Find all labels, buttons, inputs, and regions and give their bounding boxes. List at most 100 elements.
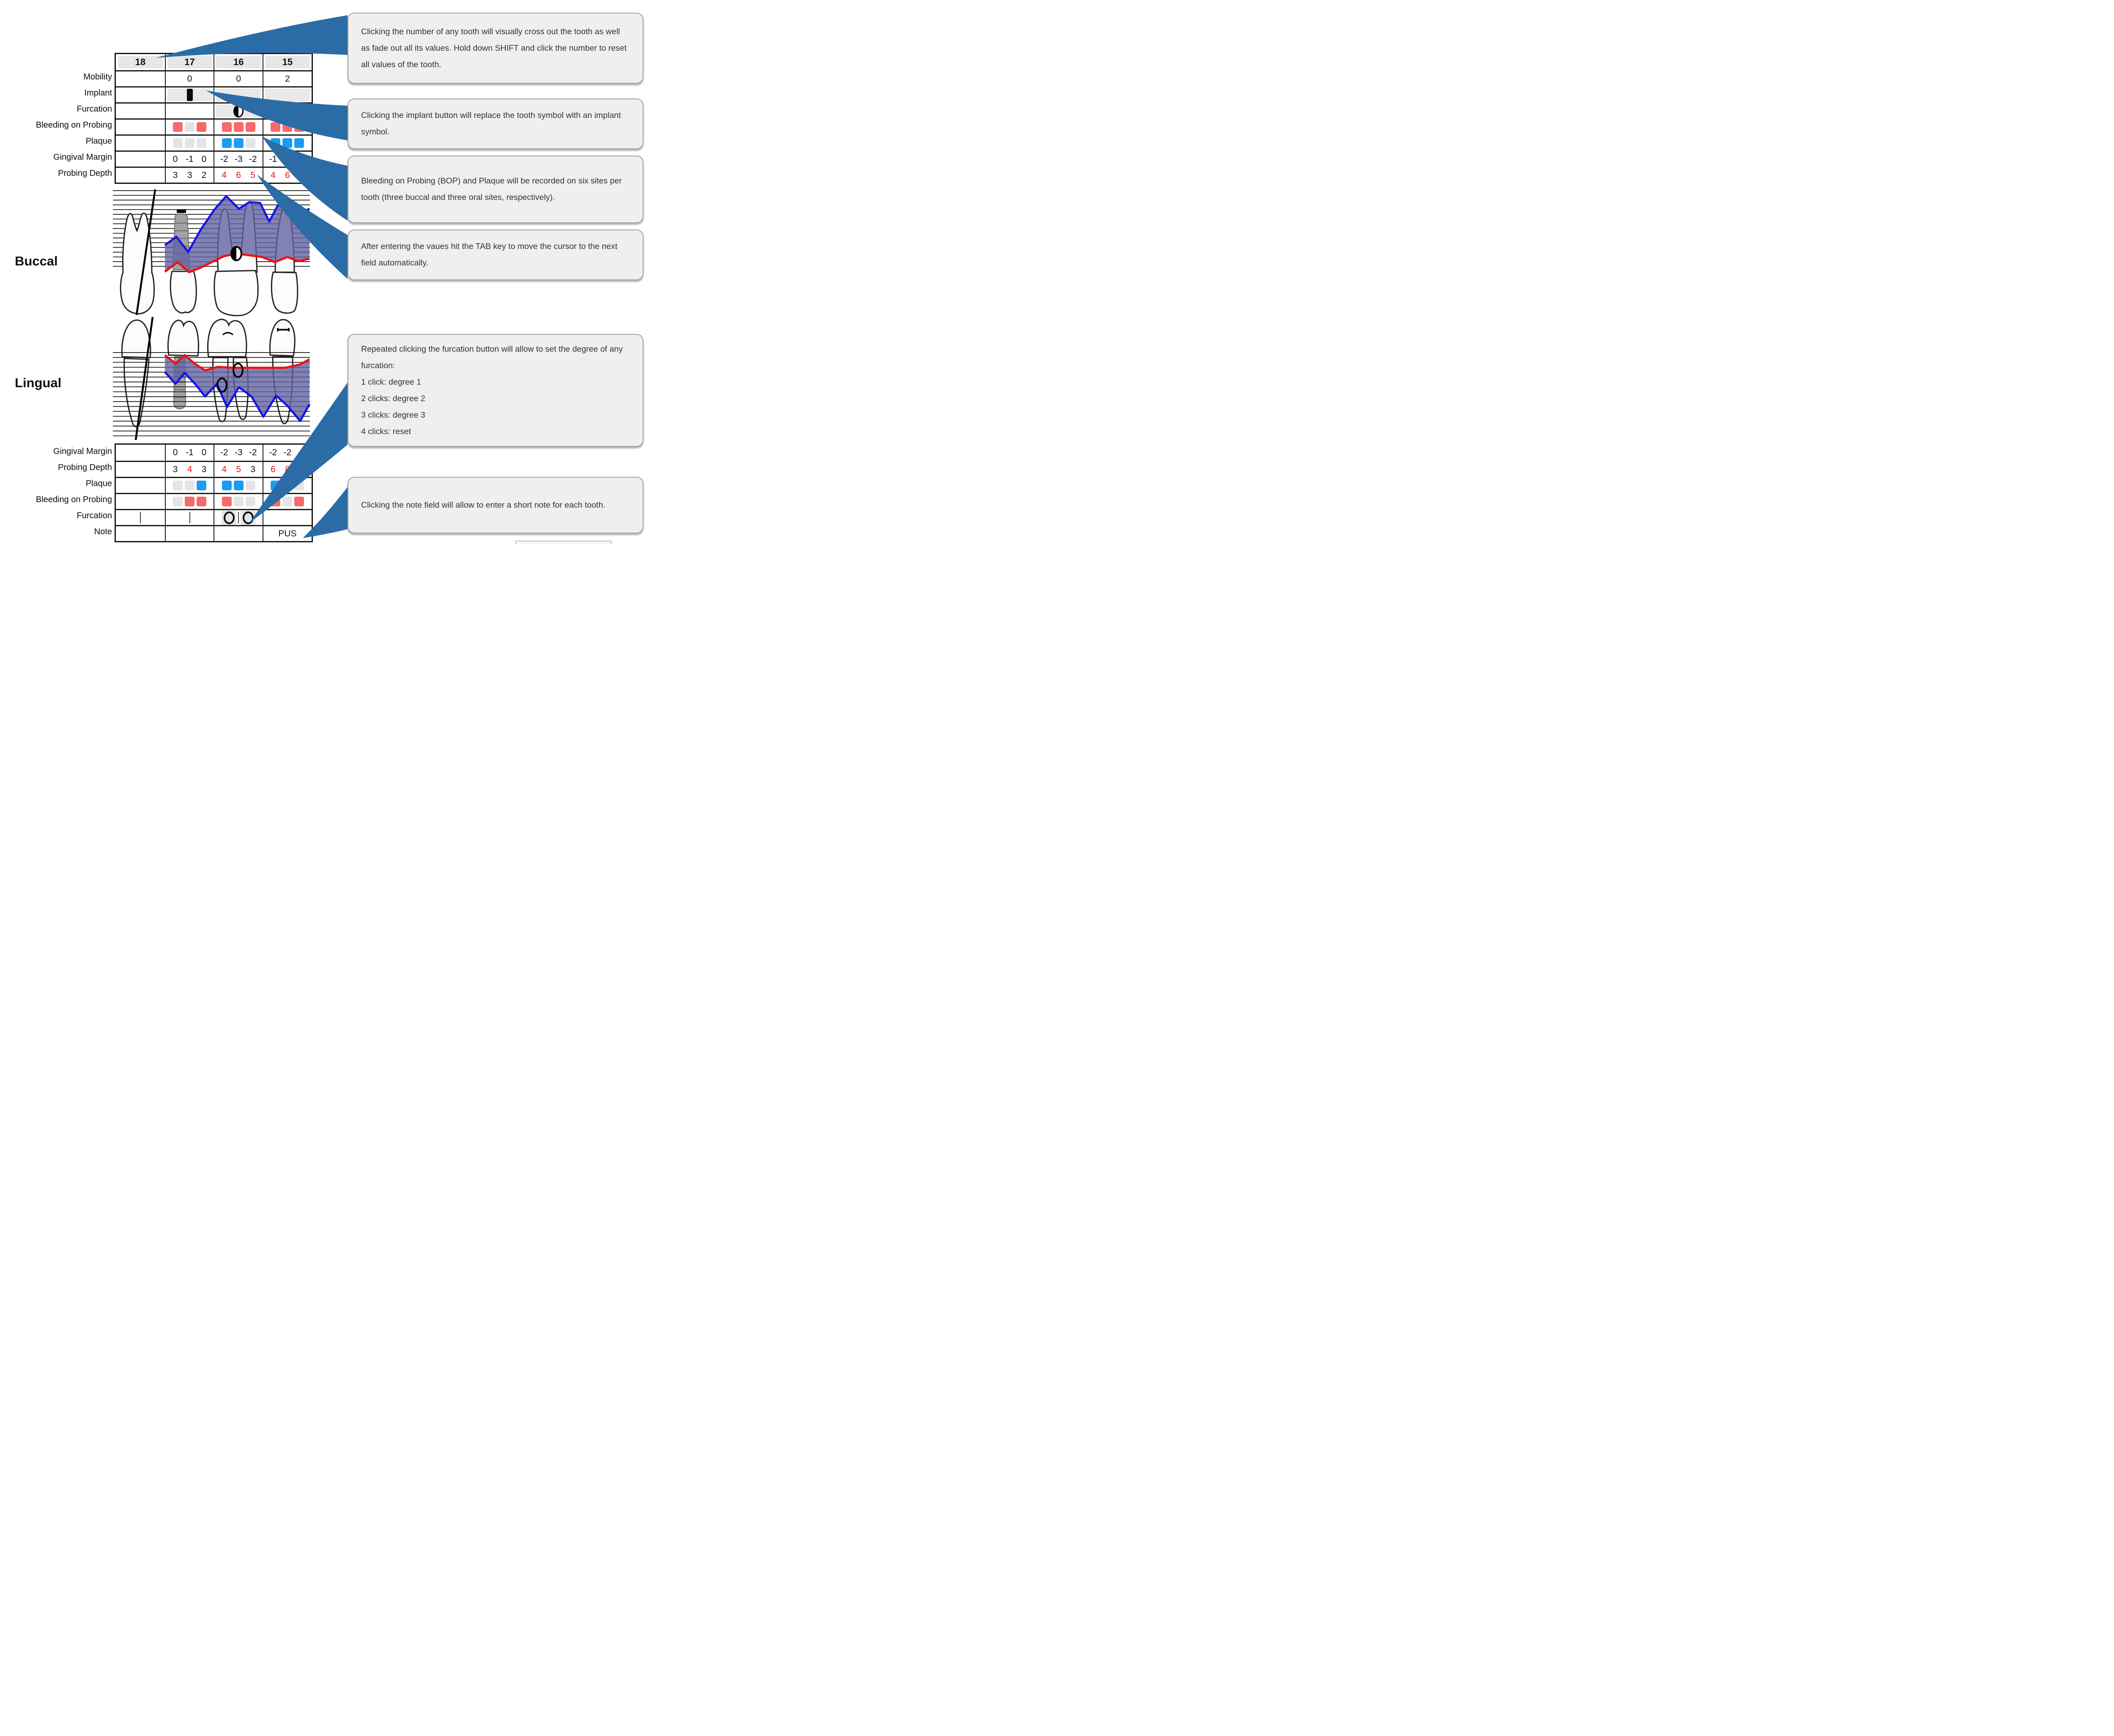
lower-gingival-margin-18[interactable] — [116, 445, 165, 461]
upper-gingival-margin-16[interactable]: -2 -3 -2 — [214, 152, 263, 167]
site-value[interactable]: 5 — [236, 464, 241, 474]
site-value[interactable]: 6 — [271, 464, 276, 474]
lower-plaque-16[interactable] — [214, 478, 263, 493]
lower-gingival-margin-16[interactable]: -2-3-2 — [214, 445, 263, 461]
site-value[interactable]: -2 — [298, 154, 306, 164]
upper-mobility-16[interactable]: 0 — [214, 71, 263, 86]
site-value[interactable]: 4 — [187, 464, 192, 474]
upper-furcation-15[interactable] — [263, 104, 312, 118]
implant-button[interactable] — [167, 88, 212, 101]
upper-plaque-18[interactable] — [116, 136, 165, 150]
lower-note-18[interactable] — [116, 526, 165, 541]
bop-site-on[interactable] — [222, 497, 232, 506]
upper-mobility-17[interactable]: 0 — [164, 71, 214, 86]
bop-site-on[interactable] — [271, 122, 281, 132]
bop-site-on[interactable] — [294, 497, 304, 506]
tooth-number-button[interactable]: 17 — [167, 56, 212, 68]
bop-site-on[interactable] — [294, 122, 304, 132]
site-value[interactable]: 4 — [222, 170, 227, 180]
bop-site-on[interactable] — [282, 122, 293, 132]
plaque-site-on[interactable] — [197, 481, 207, 490]
bop-site-on[interactable] — [173, 122, 183, 132]
tooth-number-17[interactable]: 17 — [164, 54, 214, 70]
lower-furcation-16[interactable] — [214, 510, 263, 525]
tooth-number-button[interactable]: 16 — [216, 56, 261, 68]
upper-probing-depth-18[interactable] — [116, 168, 165, 183]
lower-probing-depth-18[interactable] — [116, 462, 165, 477]
upper-plaque-16[interactable] — [214, 136, 263, 150]
plaque-site-off[interactable] — [245, 481, 255, 490]
upper-furcation-16[interactable] — [214, 104, 263, 118]
site-value[interactable]: -1 — [186, 448, 194, 457]
lower-note-15[interactable]: PUS — [263, 526, 312, 541]
lower-plaque-17[interactable] — [164, 478, 214, 493]
upper-bleeding-on-probing-18[interactable] — [116, 120, 165, 134]
upper-bleeding-on-probing-17[interactable] — [164, 120, 214, 134]
site-value[interactable]: -2 — [220, 154, 228, 164]
site-value[interactable]: 8 — [285, 464, 290, 474]
site-value[interactable]: 3 — [187, 170, 192, 180]
plaque-site-off[interactable] — [173, 481, 183, 490]
site-value[interactable]: 6 — [285, 170, 290, 180]
upper-furcation-17[interactable] — [164, 104, 214, 118]
lower-note-16[interactable] — [214, 526, 263, 541]
lower-gingival-margin-15[interactable]: -2-2-2 — [263, 445, 312, 461]
site-value[interactable]: 2 — [201, 170, 207, 180]
site-value[interactable]: 3 — [250, 464, 256, 474]
tooth-number-15[interactable]: 15 — [263, 54, 312, 70]
plaque-site-on[interactable] — [222, 138, 232, 148]
bop-site-on[interactable] — [245, 122, 255, 132]
bop-site-off[interactable] — [282, 497, 293, 506]
furcation-button[interactable] — [216, 104, 261, 118]
plaque-site-off[interactable] — [245, 138, 255, 148]
plaque-site-off[interactable] — [282, 481, 293, 490]
site-value[interactable]: -2 — [249, 154, 257, 164]
tooth-number-16[interactable]: 16 — [214, 54, 263, 70]
lower-note-17[interactable] — [164, 526, 214, 541]
plaque-site-off[interactable] — [173, 138, 183, 148]
lower-furcation-18[interactable] — [116, 510, 165, 525]
site-value[interactable]: -1 — [186, 154, 194, 164]
site-value[interactable]: 0 — [201, 448, 207, 457]
upper-mobility-15[interactable]: 2 — [263, 71, 312, 86]
plaque-site-on[interactable] — [294, 138, 304, 148]
site-value[interactable]: 5 — [250, 170, 256, 180]
lower-furcation-17[interactable] — [164, 510, 214, 525]
lower-bleeding-on-probing-15[interactable] — [263, 494, 312, 509]
upper-bleeding-on-probing-15[interactable] — [263, 120, 312, 134]
lower-plaque-15[interactable] — [263, 478, 312, 493]
site-value[interactable]: -2 — [283, 154, 292, 164]
upper-bleeding-on-probing-16[interactable] — [214, 120, 263, 134]
bop-site-on[interactable] — [185, 497, 195, 506]
bop-site-off[interactable] — [233, 497, 244, 506]
bop-site-off[interactable] — [173, 497, 183, 506]
implant-button[interactable] — [216, 88, 261, 101]
implant-button[interactable] — [265, 88, 310, 101]
bop-site-on[interactable] — [222, 122, 232, 132]
plaque-site-on[interactable] — [222, 481, 232, 490]
furcation-button[interactable] — [241, 510, 256, 525]
site-value[interactable]: -2 — [298, 448, 306, 457]
site-value[interactable]: -3 — [234, 154, 243, 164]
upper-implant-15[interactable] — [263, 87, 312, 102]
upper-plaque-15[interactable] — [263, 136, 312, 150]
site-value[interactable]: -2 — [283, 448, 292, 457]
lower-bleeding-on-probing-18[interactable] — [116, 494, 165, 509]
upper-plaque-17[interactable] — [164, 136, 214, 150]
plaque-site-off[interactable] — [294, 481, 304, 490]
upper-furcation-18[interactable] — [116, 104, 165, 118]
site-value[interactable]: 3 — [201, 464, 207, 474]
site-value[interactable]: 3 — [173, 464, 178, 474]
plaque-site-off[interactable] — [185, 481, 195, 490]
bop-site-on[interactable] — [197, 122, 207, 132]
site-value[interactable]: 0 — [173, 154, 178, 164]
tooth-number-18[interactable]: 18 — [116, 54, 165, 70]
upper-implant-18[interactable] — [116, 87, 165, 102]
site-value[interactable]: 6 — [236, 170, 241, 180]
bop-site-on[interactable] — [233, 122, 244, 132]
site-value[interactable]: -1 — [269, 154, 277, 164]
plaque-site-on[interactable] — [271, 138, 281, 148]
plaque-site-off[interactable] — [197, 138, 207, 148]
lower-bleeding-on-probing-17[interactable] — [164, 494, 214, 509]
